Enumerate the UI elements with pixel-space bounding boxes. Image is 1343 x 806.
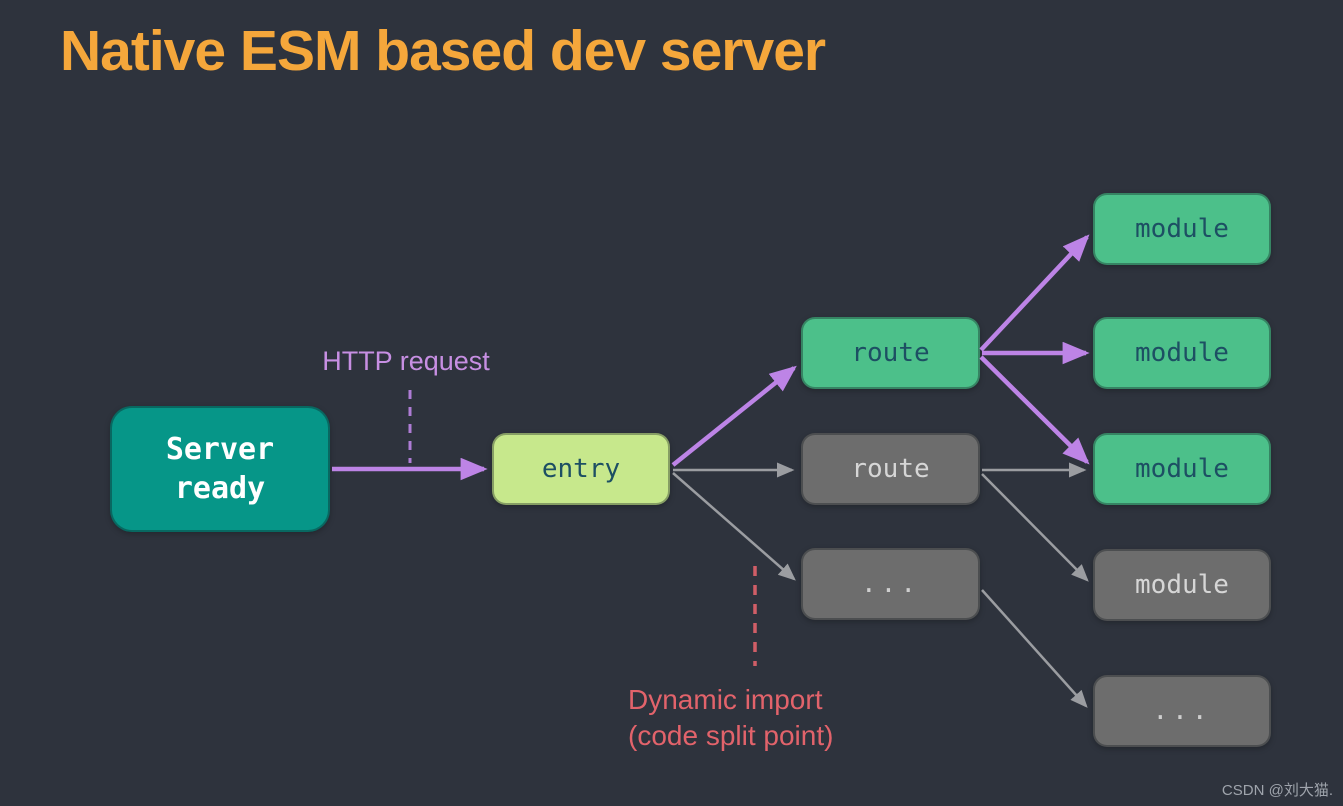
node-module-2: module	[1093, 317, 1271, 389]
node-server-ready: Server ready	[110, 406, 330, 532]
node-route-inactive: route	[801, 433, 980, 505]
node-module-1: module	[1093, 193, 1271, 265]
node-entry: entry	[492, 433, 670, 505]
node-modules-ellipsis: ...	[1093, 675, 1271, 747]
arrow-route-to-module-3	[979, 355, 1090, 465]
dynamic-import-line2: (code split point)	[628, 720, 834, 752]
node-module-4: module	[1093, 549, 1271, 621]
server-ready-line2: ready	[174, 471, 266, 506]
page-title: Native ESM based dev server	[60, 19, 826, 83]
arrow-route-to-module-1	[979, 234, 1090, 352]
node-route-active: route	[801, 317, 980, 389]
arrow-entry-to-routes-ellipsis	[672, 472, 796, 581]
arrow-entry-to-route-active	[671, 365, 797, 467]
dynamic-import-line1: Dynamic import	[628, 684, 823, 715]
node-module-3: module	[1093, 433, 1271, 505]
arrow-ellipsis-to-modules-ellipsis	[981, 589, 1088, 708]
watermark: CSDN @刘大猫.	[1221, 782, 1333, 799]
server-ready-line1: Server	[165, 432, 275, 467]
arrow-route-inactive-to-module-4	[981, 473, 1089, 582]
node-routes-ellipsis: ...	[801, 548, 980, 620]
dynamic-import-label: Dynamic import (code split point)	[628, 682, 833, 755]
http-request-label: HTTP request	[322, 346, 490, 376]
